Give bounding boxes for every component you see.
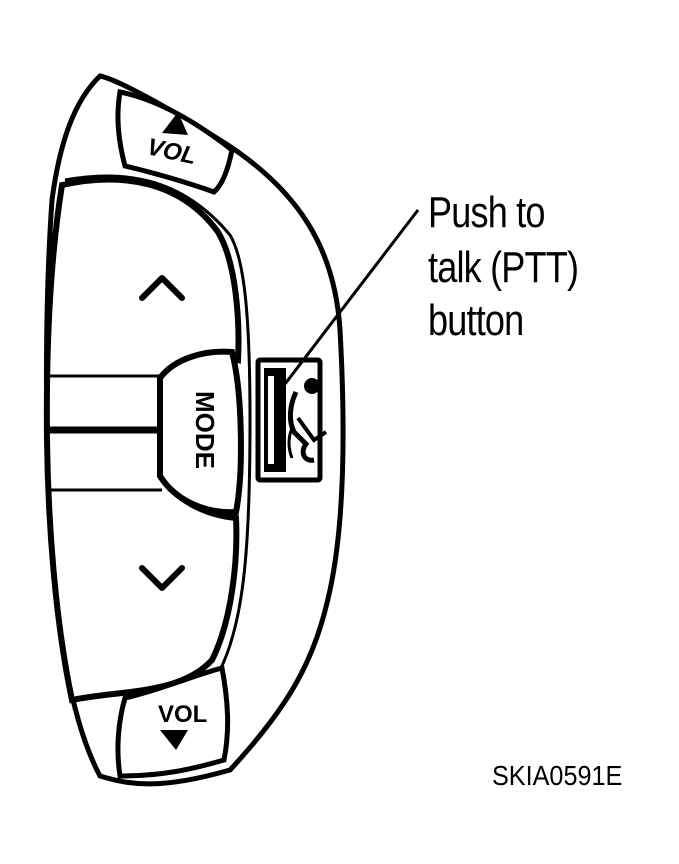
ptt-voice-icon xyxy=(279,378,328,463)
mode-label: MODE xyxy=(190,391,220,469)
triangle-up-icon xyxy=(162,112,188,135)
callout-label-line2: talk (PTT) xyxy=(428,243,579,292)
vol-down-label: VOL xyxy=(158,701,207,728)
vol-up-button[interactable] xyxy=(115,89,235,195)
figure-code: SKIA0591E xyxy=(492,760,623,791)
callout-label-line3: button xyxy=(428,296,524,345)
triangle-down-icon xyxy=(160,730,188,750)
chevron-down-icon xyxy=(139,565,185,591)
leader-line xyxy=(283,209,420,385)
rocker-button[interactable] xyxy=(43,176,242,704)
mode-button[interactable] xyxy=(157,348,244,516)
chevron-up-icon xyxy=(139,275,185,301)
vol-down-button[interactable] xyxy=(115,664,231,779)
ptt-button[interactable] xyxy=(255,357,328,483)
callout-label-line1: Push to xyxy=(428,188,545,237)
housing-inner-rim xyxy=(64,174,252,671)
